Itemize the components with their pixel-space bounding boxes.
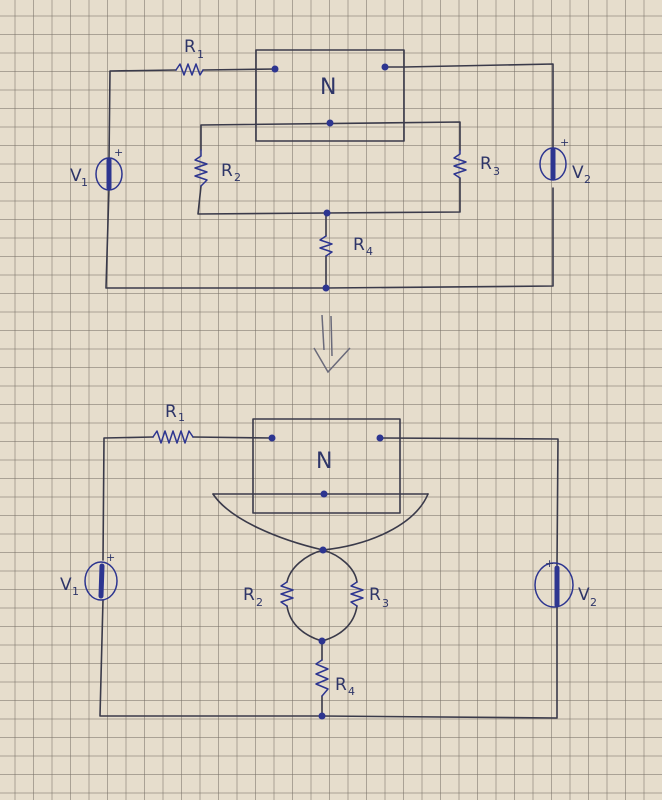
bottom-curve-right — [322, 493, 429, 551]
svg-text:2: 2 — [256, 596, 263, 609]
top-wire-left — [108, 69, 177, 161]
svg-text:R: R — [184, 37, 196, 57]
svg-text:R: R — [165, 402, 177, 422]
top-wire-r3-down — [325, 177, 461, 214]
bottom-v1-source: + — [84, 551, 118, 601]
top-r1-resistor — [175, 63, 204, 76]
top-junction-bottom — [322, 284, 330, 292]
svg-text:3: 3 — [382, 597, 389, 610]
bottom-wire-bottom-right — [321, 604, 558, 719]
top-v1-source: + — [95, 146, 123, 191]
bottom-n-terminal-left — [268, 434, 276, 442]
bottom-wire-right-upper — [379, 437, 559, 566]
bottom-wire-r3-top — [322, 549, 358, 583]
bottom-wire-r1-to-n — [192, 436, 273, 439]
top-n-terminal-left — [271, 65, 279, 73]
bottom-curve-left — [212, 493, 324, 551]
bottom-v2-plus: + — [545, 557, 554, 570]
bottom-r3-resistor — [350, 581, 364, 607]
top-v2-source: + — [539, 136, 569, 181]
svg-text:V: V — [60, 575, 72, 595]
bottom-network-box — [252, 418, 401, 514]
top-junction-middle — [323, 209, 331, 217]
top-n-terminal-bottom — [326, 119, 334, 127]
svg-text:R: R — [221, 161, 233, 181]
bottom-n-terminal-right — [376, 434, 384, 442]
svg-text:R: R — [480, 154, 492, 174]
svg-text:4: 4 — [366, 245, 373, 258]
bottom-v2-source: + — [534, 557, 574, 608]
top-r4-resistor — [319, 235, 333, 257]
svg-text:2: 2 — [590, 596, 597, 609]
bottom-junction-middle — [318, 637, 326, 645]
bottom-n-terminal-bottom — [320, 490, 328, 498]
svg-text:V: V — [578, 585, 590, 605]
svg-text:2: 2 — [234, 171, 241, 184]
top-wire-bottom-right — [325, 187, 554, 289]
top-network-label: N — [320, 75, 336, 100]
svg-text:1: 1 — [178, 411, 185, 424]
bottom-v1-plus: + — [106, 551, 115, 564]
top-v2-plus: + — [560, 136, 569, 149]
top-wire-r2-down — [197, 185, 327, 215]
bottom-wire-r2-bottom — [286, 605, 323, 642]
svg-text:R: R — [369, 585, 381, 605]
bottom-junction-top — [319, 546, 327, 554]
bottom-network-label: N — [316, 449, 332, 474]
double-down-arrow-icon — [313, 314, 351, 374]
svg-text:4: 4 — [348, 685, 355, 698]
svg-text:R: R — [243, 585, 255, 605]
svg-text:V: V — [572, 163, 584, 183]
bottom-r1-resistor — [152, 430, 194, 444]
top-n-terminal-right — [381, 63, 389, 71]
bottom-wire-left-lower — [99, 599, 323, 717]
svg-text:V: V — [70, 166, 82, 186]
bottom-r4-resistor — [315, 659, 329, 697]
top-r2-resistor — [194, 149, 208, 187]
bottom-junction-bottom — [318, 712, 326, 720]
svg-text:2: 2 — [584, 173, 591, 186]
top-wire-left-lower — [105, 187, 327, 289]
svg-text:3: 3 — [493, 165, 500, 178]
top-r3-resistor — [453, 149, 467, 179]
bottom-wire-left — [102, 436, 154, 561]
bottom-r2-resistor — [280, 581, 294, 607]
top-wire-right-upper — [403, 63, 554, 151]
svg-text:1: 1 — [72, 585, 79, 598]
svg-text:1: 1 — [81, 176, 88, 189]
svg-text:R: R — [335, 675, 347, 695]
top-network-box — [255, 49, 405, 142]
top-wire-r1-to-n — [202, 68, 276, 71]
bottom-wire-r2-top — [286, 549, 324, 583]
svg-text:1: 1 — [197, 48, 204, 61]
svg-text:R: R — [353, 235, 365, 255]
top-v1-plus: + — [114, 146, 123, 159]
bottom-wire-r3-bottom — [321, 605, 358, 642]
